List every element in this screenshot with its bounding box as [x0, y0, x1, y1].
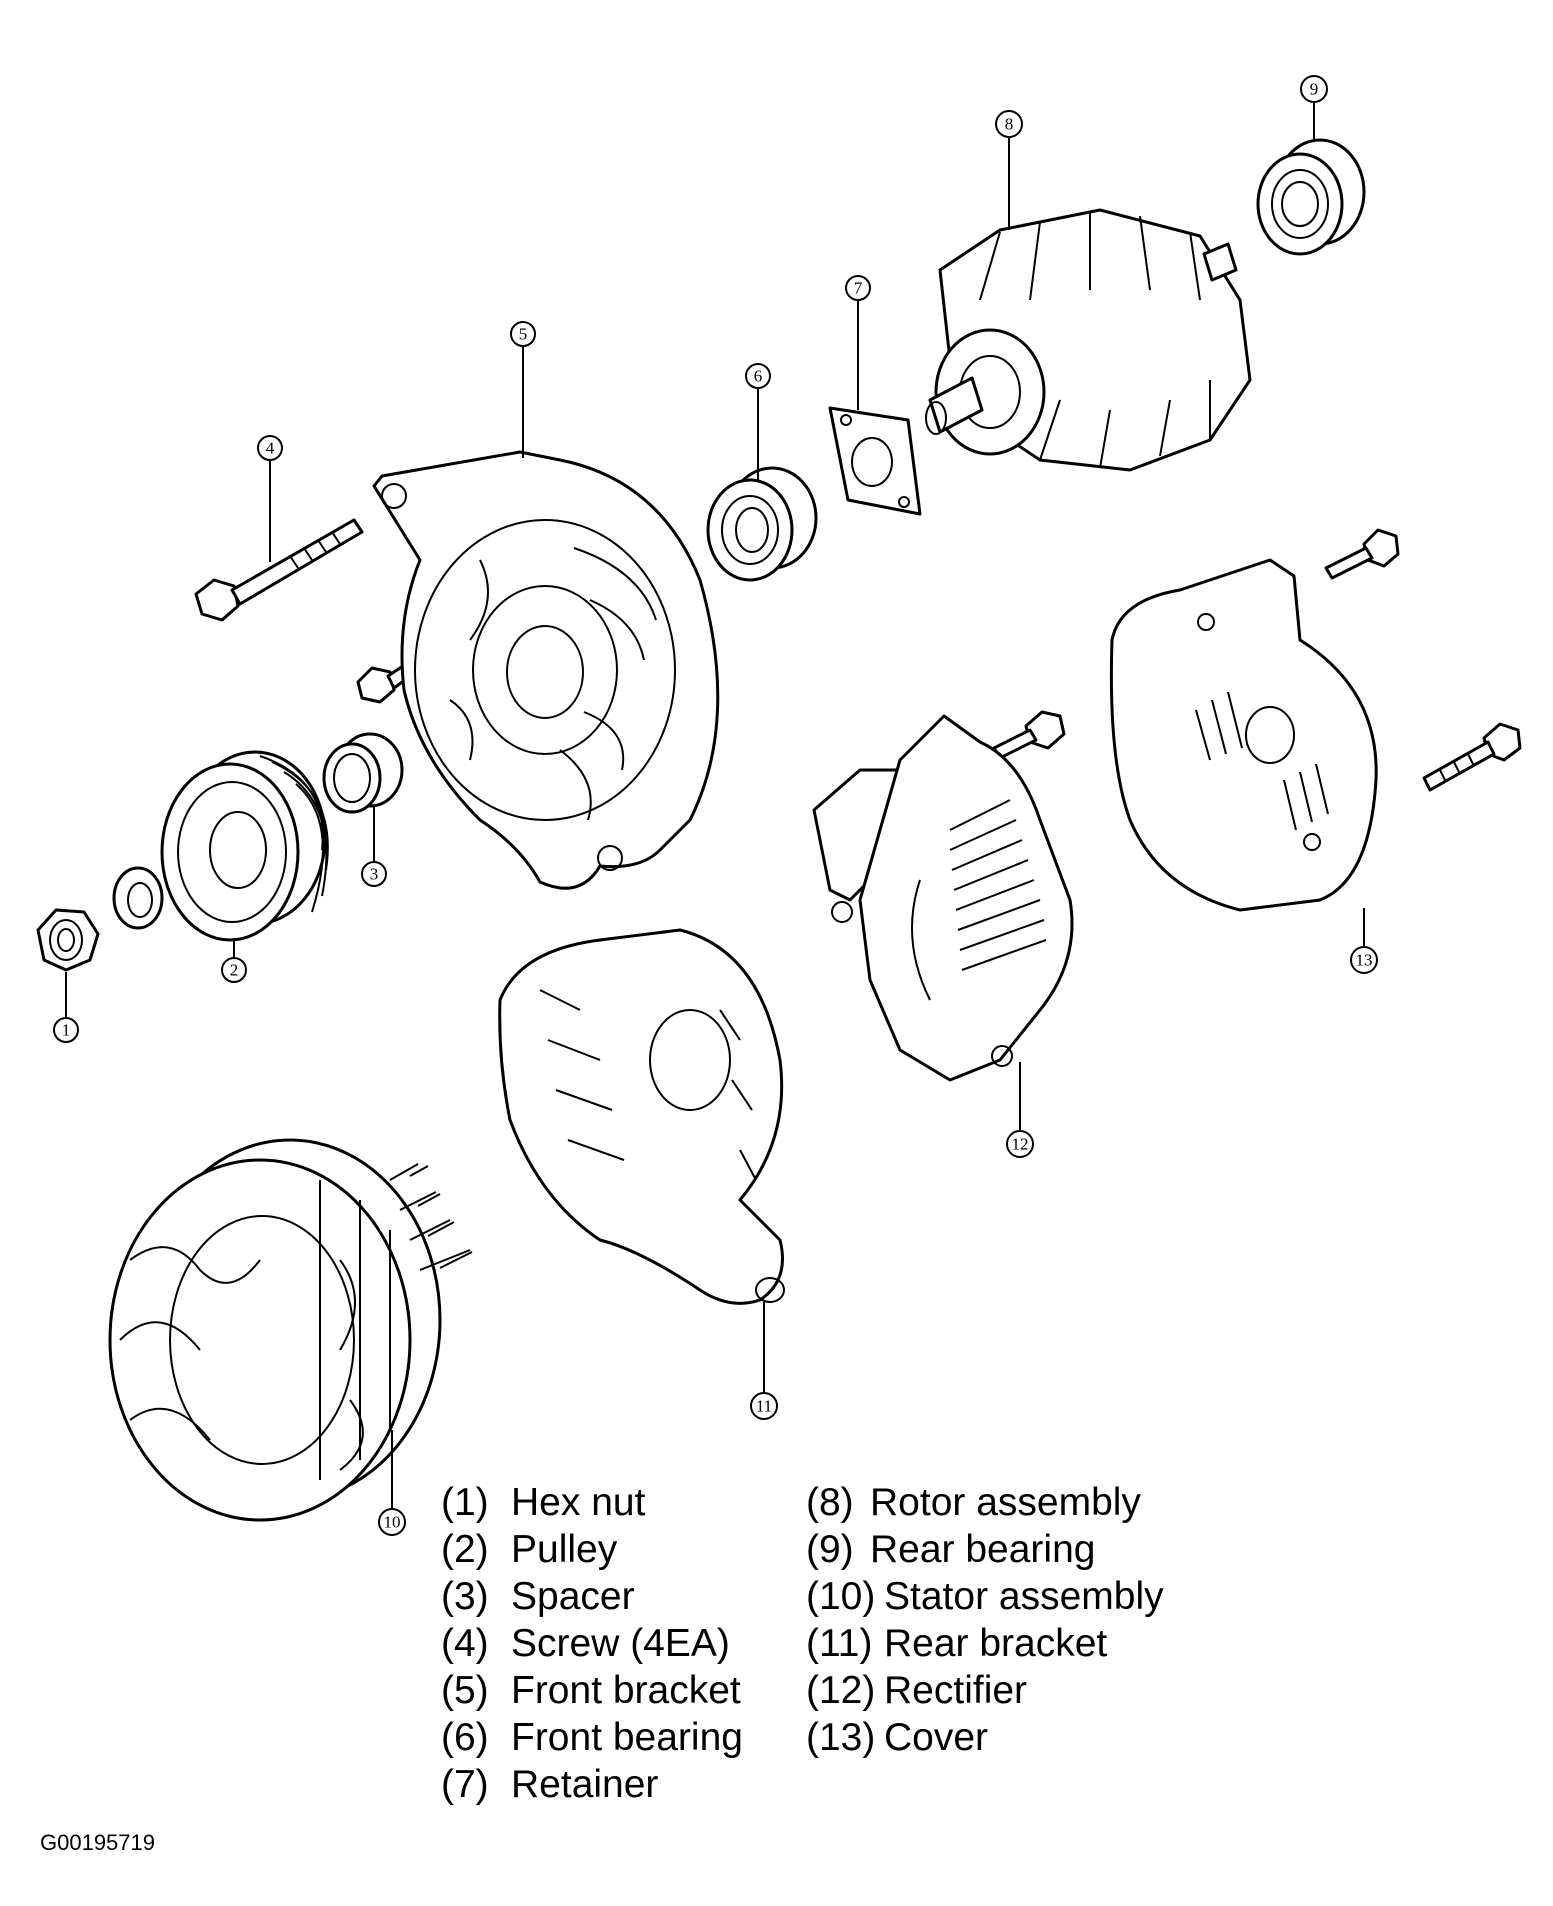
legend-row: (3) Spacer	[441, 1573, 743, 1620]
legend-part-name: Rectifier	[884, 1669, 1028, 1712]
callout-13-number: 13	[1356, 951, 1373, 970]
legend-row: (2) Pulley	[441, 1526, 743, 1573]
legend-part-name: Retainer	[511, 1763, 659, 1806]
legend-row: (9) Rear bearing	[806, 1526, 1164, 1573]
legend-part-name: Stator assembly	[884, 1575, 1164, 1618]
part-rectifier	[812, 714, 1074, 1082]
part-rear-bracket	[498, 928, 785, 1305]
legend-number: (1)	[441, 1481, 489, 1524]
legend-number: (8)	[806, 1481, 854, 1524]
legend-number: (12)	[806, 1669, 876, 1712]
callout-11: 11	[750, 1392, 778, 1420]
part-stator-assembly	[108, 1138, 473, 1522]
legend-row: (4) Screw (4EA)	[441, 1620, 743, 1667]
legend-row: (12)Rectifier	[806, 1667, 1164, 1714]
part-cover	[1109, 558, 1378, 912]
callout-3: 3	[361, 861, 387, 887]
legend-number: (5)	[441, 1669, 489, 1712]
legend-number: (2)	[441, 1528, 489, 1571]
parts-legend-right: (8) Rotor assembly (9) Rear bearing (10)St…	[806, 1479, 1164, 1761]
legend-number: (11)	[806, 1622, 873, 1665]
callout-12-number: 12	[1012, 1135, 1029, 1154]
legend-number: (6)	[441, 1716, 489, 1759]
callout-2: 2	[221, 957, 247, 983]
legend-row: (1) Hex nut	[441, 1479, 743, 1526]
part-rear-bearing	[1256, 138, 1366, 256]
legend-number: (9)	[806, 1528, 854, 1571]
callout-9: 9	[1300, 75, 1328, 103]
legend-part-name: Rear bracket	[884, 1622, 1108, 1665]
part-retainer	[828, 406, 922, 516]
legend-part-name: Front bearing	[511, 1716, 743, 1759]
legend-row: (13)Cover	[806, 1714, 1164, 1761]
part-front-bearing	[706, 466, 818, 582]
callout-4-number: 4	[266, 439, 275, 458]
part-screw-rectifier	[992, 710, 1066, 760]
legend-row: (10)Stator assembly	[806, 1573, 1164, 1620]
legend-row: (11) Rear bracket	[806, 1620, 1164, 1667]
legend-part-name: Spacer	[511, 1575, 635, 1618]
legend-part-name: Rear bearing	[870, 1528, 1096, 1571]
part-screw-cover-side	[1422, 722, 1522, 792]
part-screw-cover-top	[1324, 528, 1400, 580]
callout-1: 1	[53, 1017, 79, 1043]
callout-10: 10	[378, 1508, 406, 1536]
callout-6-number: 6	[754, 367, 763, 386]
legend-part-name: Cover	[884, 1716, 989, 1759]
legend-part-name: Front bracket	[511, 1669, 741, 1712]
part-screw-long	[194, 518, 364, 622]
part-washer	[112, 866, 164, 930]
part-pulley	[160, 750, 329, 942]
parts-legend-left: (1) Hex nut (2) Pulley (3) Spacer (4) Screw …	[441, 1479, 743, 1808]
callout-6: 6	[745, 363, 771, 389]
callout-12: 12	[1006, 1130, 1034, 1158]
callout-labels: 1 2 3 4 5 6 7 8 9 10 11 12 13	[53, 75, 1378, 1536]
callout-7-number: 7	[854, 279, 863, 298]
callout-leaders	[65, 102, 1365, 1508]
figure-id: G00195719	[40, 1830, 155, 1855]
legend-number: (10)	[806, 1575, 876, 1618]
callout-4: 4	[257, 435, 283, 461]
callout-11-number: 11	[756, 1397, 772, 1416]
callout-5: 5	[510, 321, 536, 347]
legend-number: (13)	[806, 1716, 876, 1759]
callout-8: 8	[995, 110, 1023, 138]
callout-8-number: 8	[1005, 115, 1014, 134]
callout-1-number: 1	[62, 1021, 71, 1040]
legend-number: (4)	[441, 1622, 489, 1665]
callout-13: 13	[1350, 946, 1378, 974]
legend-row: (6) Front bearing	[441, 1714, 743, 1761]
legend-number: (3)	[441, 1575, 489, 1618]
legend-part-name: Screw (4EA)	[511, 1622, 730, 1665]
callout-9-number: 9	[1310, 80, 1319, 99]
part-hex-nut	[36, 908, 100, 972]
callout-10-number: 10	[384, 1513, 401, 1532]
legend-row: (5) Front bracket	[441, 1667, 743, 1714]
callout-3-number: 3	[370, 865, 379, 884]
part-rotor-assembly	[925, 208, 1252, 472]
legend-number: (7)	[441, 1763, 489, 1806]
legend-part-name: Hex nut	[511, 1481, 646, 1524]
part-spacer	[322, 732, 404, 814]
legend-part-name: Pulley	[511, 1528, 618, 1571]
part-front-bracket	[372, 450, 720, 890]
callout-2-number: 2	[230, 961, 239, 980]
callout-5-number: 5	[519, 325, 528, 344]
legend-row: (7) Retainer	[441, 1761, 743, 1808]
callout-7: 7	[845, 275, 871, 301]
legend-row: (8) Rotor assembly	[806, 1479, 1164, 1526]
legend-part-name: Rotor assembly	[870, 1481, 1141, 1524]
